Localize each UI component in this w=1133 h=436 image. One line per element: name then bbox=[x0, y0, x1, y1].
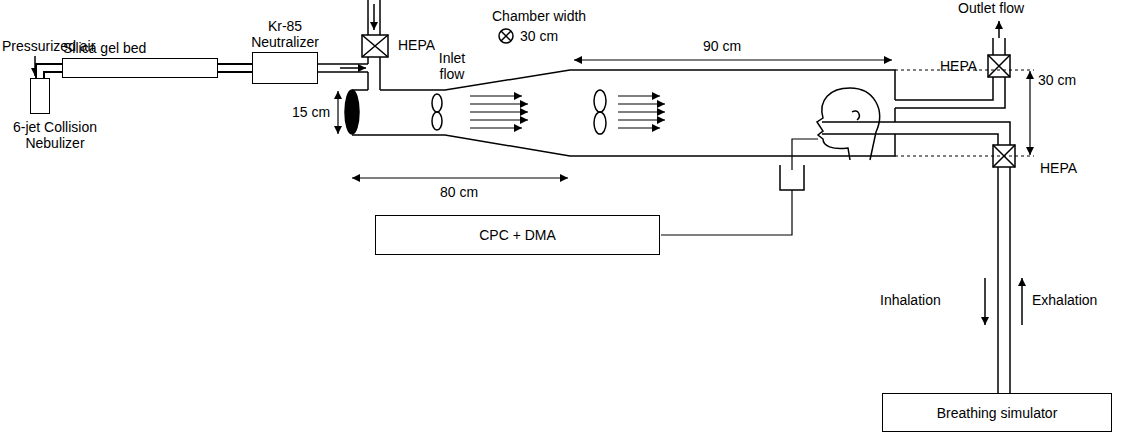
hepa-filter bbox=[362, 35, 388, 57]
mixing-fan bbox=[432, 112, 442, 130]
mixing-fan bbox=[432, 94, 442, 112]
inlet-pipe bbox=[379, 0, 381, 35]
breathing-pipe bbox=[822, 134, 998, 145]
flow-label: Exhalation bbox=[1032, 292, 1097, 308]
into-page-symbol bbox=[499, 29, 513, 43]
hepa-filter bbox=[993, 145, 1015, 167]
filter-label: HEPA bbox=[1040, 160, 1077, 176]
dimension-label: 80 cm bbox=[440, 184, 478, 200]
sampling-vessel bbox=[780, 165, 804, 190]
exhalation-arrow bbox=[1021, 278, 1023, 325]
part-label: Kr-85 Neutralizer bbox=[240, 18, 330, 50]
flow-label: Inlet flow bbox=[430, 50, 474, 82]
dimension-line bbox=[574, 59, 892, 60]
dimension-line bbox=[1029, 71, 1030, 155]
instrument-box: CPC + DMA bbox=[375, 215, 660, 255]
dimension-label: 30 cm bbox=[1038, 72, 1076, 88]
filter-label: HEPA bbox=[398, 37, 435, 53]
outlet-pipe bbox=[992, 38, 994, 55]
feed-arrow bbox=[340, 67, 366, 69]
mixing-fan bbox=[594, 112, 606, 134]
simulator-box: Breathing simulator bbox=[882, 393, 1112, 432]
feed-pipe bbox=[318, 63, 368, 65]
part-label: 6-jet Collision Nebulizer bbox=[5, 119, 105, 151]
box-label: CPC + DMA bbox=[479, 227, 556, 243]
flow-arrows bbox=[470, 96, 665, 128]
inlet-opening bbox=[345, 90, 359, 134]
dimension-label: Chamber width bbox=[492, 8, 586, 24]
flow-label: Pressurized air bbox=[2, 38, 95, 54]
mixing-fan bbox=[594, 90, 606, 112]
pipe-bore bbox=[40, 68, 62, 78]
hepa-filter bbox=[988, 55, 1010, 77]
box-label: Breathing simulator bbox=[937, 405, 1058, 421]
inlet-pipe bbox=[367, 57, 369, 64]
breathing-pipe bbox=[822, 122, 1010, 145]
chamber-wall bbox=[352, 134, 895, 156]
outlet-pipe bbox=[895, 77, 993, 100]
sampling-line bbox=[661, 190, 792, 235]
breathing-pipe bbox=[1009, 167, 1011, 393]
mannequin-ear bbox=[852, 111, 859, 120]
flow-label: Inhalation bbox=[880, 292, 941, 308]
hepa-filter bbox=[988, 55, 1010, 77]
outlet-arrow bbox=[998, 21, 1000, 38]
inlet-pipe bbox=[379, 57, 381, 90]
hepa-filter bbox=[362, 35, 388, 57]
dimension-extension bbox=[895, 156, 1034, 157]
mannequin-head bbox=[817, 88, 880, 160]
pipe-connector bbox=[218, 63, 252, 73]
inhalation-arrow bbox=[984, 278, 986, 325]
dimension-label: 15 cm bbox=[292, 104, 330, 120]
neutralizer-box: Kr-85 Neutralizer bbox=[252, 52, 318, 84]
sampling-probe bbox=[792, 139, 818, 170]
dimension-line bbox=[352, 177, 568, 178]
outlet-pipe bbox=[1004, 38, 1006, 55]
hepa-filter bbox=[993, 145, 1015, 167]
pipe-connector bbox=[40, 68, 62, 78]
inlet-pipe bbox=[367, 72, 369, 90]
inlet-arrow bbox=[373, 4, 375, 30]
feed-pipe bbox=[318, 71, 368, 73]
pipe-bore bbox=[218, 65, 252, 71]
into-page-symbol bbox=[501, 31, 511, 41]
inlet-pipe bbox=[367, 0, 369, 35]
outlet-pipe bbox=[895, 77, 1005, 108]
flow-label: Outlet flow bbox=[958, 0, 1024, 16]
breathing-pipe bbox=[997, 167, 999, 393]
dimension-line bbox=[337, 91, 338, 134]
dimension-label: 30 cm bbox=[520, 28, 558, 44]
silica-gel-bed: Silica gel bed bbox=[62, 58, 218, 78]
filter-label: HEPA bbox=[940, 58, 977, 74]
chamber-wall bbox=[894, 108, 896, 122]
dimension-label: 90 cm bbox=[703, 38, 741, 54]
nebulizer-jar: 6-jet Collision Nebulizer bbox=[30, 78, 50, 114]
